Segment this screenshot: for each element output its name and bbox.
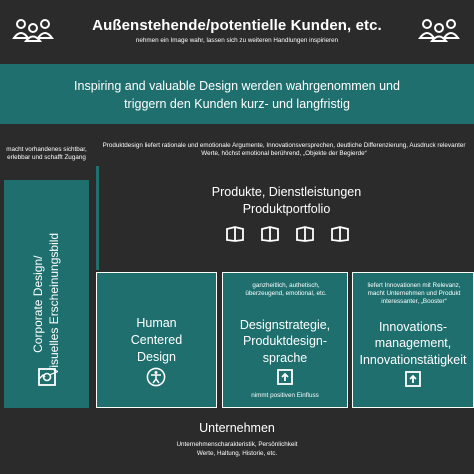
strategy-line-3: sprache bbox=[262, 350, 308, 365]
banner-line-2: triggern den Kunden kurz- und langfristi… bbox=[124, 97, 350, 111]
strategy-line-1: Designstrategie, bbox=[239, 318, 331, 332]
box-icon bbox=[331, 226, 349, 242]
corporate-design-box: Corporate Design/ Visuelles Erscheinungs… bbox=[4, 180, 89, 408]
hcd-line-1: Human bbox=[136, 316, 177, 330]
bottom-line-1: Unternehmenscharakteristik, Persönlichke… bbox=[176, 441, 298, 448]
hcd-title: Human Centered Design bbox=[97, 315, 216, 366]
innovation-line-3: Innovationstätigkeit bbox=[359, 352, 467, 367]
accessibility-person-icon bbox=[146, 367, 166, 387]
top-title: Außenstehende/potentielle Kunden, etc. bbox=[92, 17, 382, 34]
product-note: Produktdesign liefert rationale und emot… bbox=[102, 142, 466, 157]
strategy-title: Designstrategie, Produktdesign- sprache bbox=[223, 317, 347, 366]
hcd-box: Human Centered Design bbox=[96, 272, 217, 408]
banner: Inspiring and valuable Design werden wah… bbox=[0, 64, 474, 124]
image-frame-icon bbox=[38, 368, 56, 386]
bottom-section: Unternehmen Unternehmenscharakteristik, … bbox=[0, 412, 474, 474]
box-icon bbox=[296, 226, 314, 242]
hcd-line-3: Design bbox=[137, 349, 176, 364]
box-icon bbox=[226, 226, 244, 242]
hcd-line-2: Centered bbox=[130, 332, 183, 347]
banner-line-1: Inspiring and valuable Design werden wah… bbox=[74, 79, 400, 93]
products-line-2: Produktportfolio bbox=[242, 202, 331, 216]
group-people-icon bbox=[418, 18, 460, 42]
innovation-note: liefert Innovationen mit Relevanz, macht… bbox=[367, 282, 461, 305]
innovation-line-1: Innovations- bbox=[378, 320, 448, 334]
bottom-line-2: Werte, Haltung, Historie, etc. bbox=[196, 450, 278, 457]
innovation-title: Innovations- management, Innovationstäti… bbox=[353, 319, 473, 368]
bottom-title: Unternehmen bbox=[199, 421, 275, 435]
strategy-footer: nimmt positiven Einfluss bbox=[251, 392, 319, 399]
top-subtitle: nehmen ein Image wahr, lassen sich zu we… bbox=[135, 37, 339, 44]
box-icon bbox=[261, 226, 279, 242]
products-block: Produkte, Dienstleistungen Produktportfo… bbox=[96, 166, 474, 270]
top-header: Außenstehende/potentielle Kunden, etc. n… bbox=[0, 0, 474, 58]
upload-arrow-icon bbox=[405, 371, 421, 387]
strategy-box: ganzheitlich, authetisch, überzeugend, e… bbox=[222, 272, 348, 408]
left-column-note: macht vorhandenes sichtbar, erlebbar und… bbox=[6, 146, 87, 161]
strategy-line-2: Produktdesign- bbox=[242, 334, 328, 349]
products-icons bbox=[226, 226, 351, 242]
products-line-1: Produkte, Dienstleistungen bbox=[211, 185, 362, 199]
group-people-icon bbox=[12, 18, 54, 42]
left-column: macht vorhandenes sichtbar, erlebbar und… bbox=[0, 124, 93, 408]
innovation-line-2: management, bbox=[374, 336, 452, 351]
innovation-box: liefert Innovationen mit Relevanz, macht… bbox=[352, 272, 474, 408]
strategy-note: ganzheitlich, authetisch, überzeugend, e… bbox=[245, 282, 327, 297]
upload-arrow-icon bbox=[277, 369, 293, 385]
